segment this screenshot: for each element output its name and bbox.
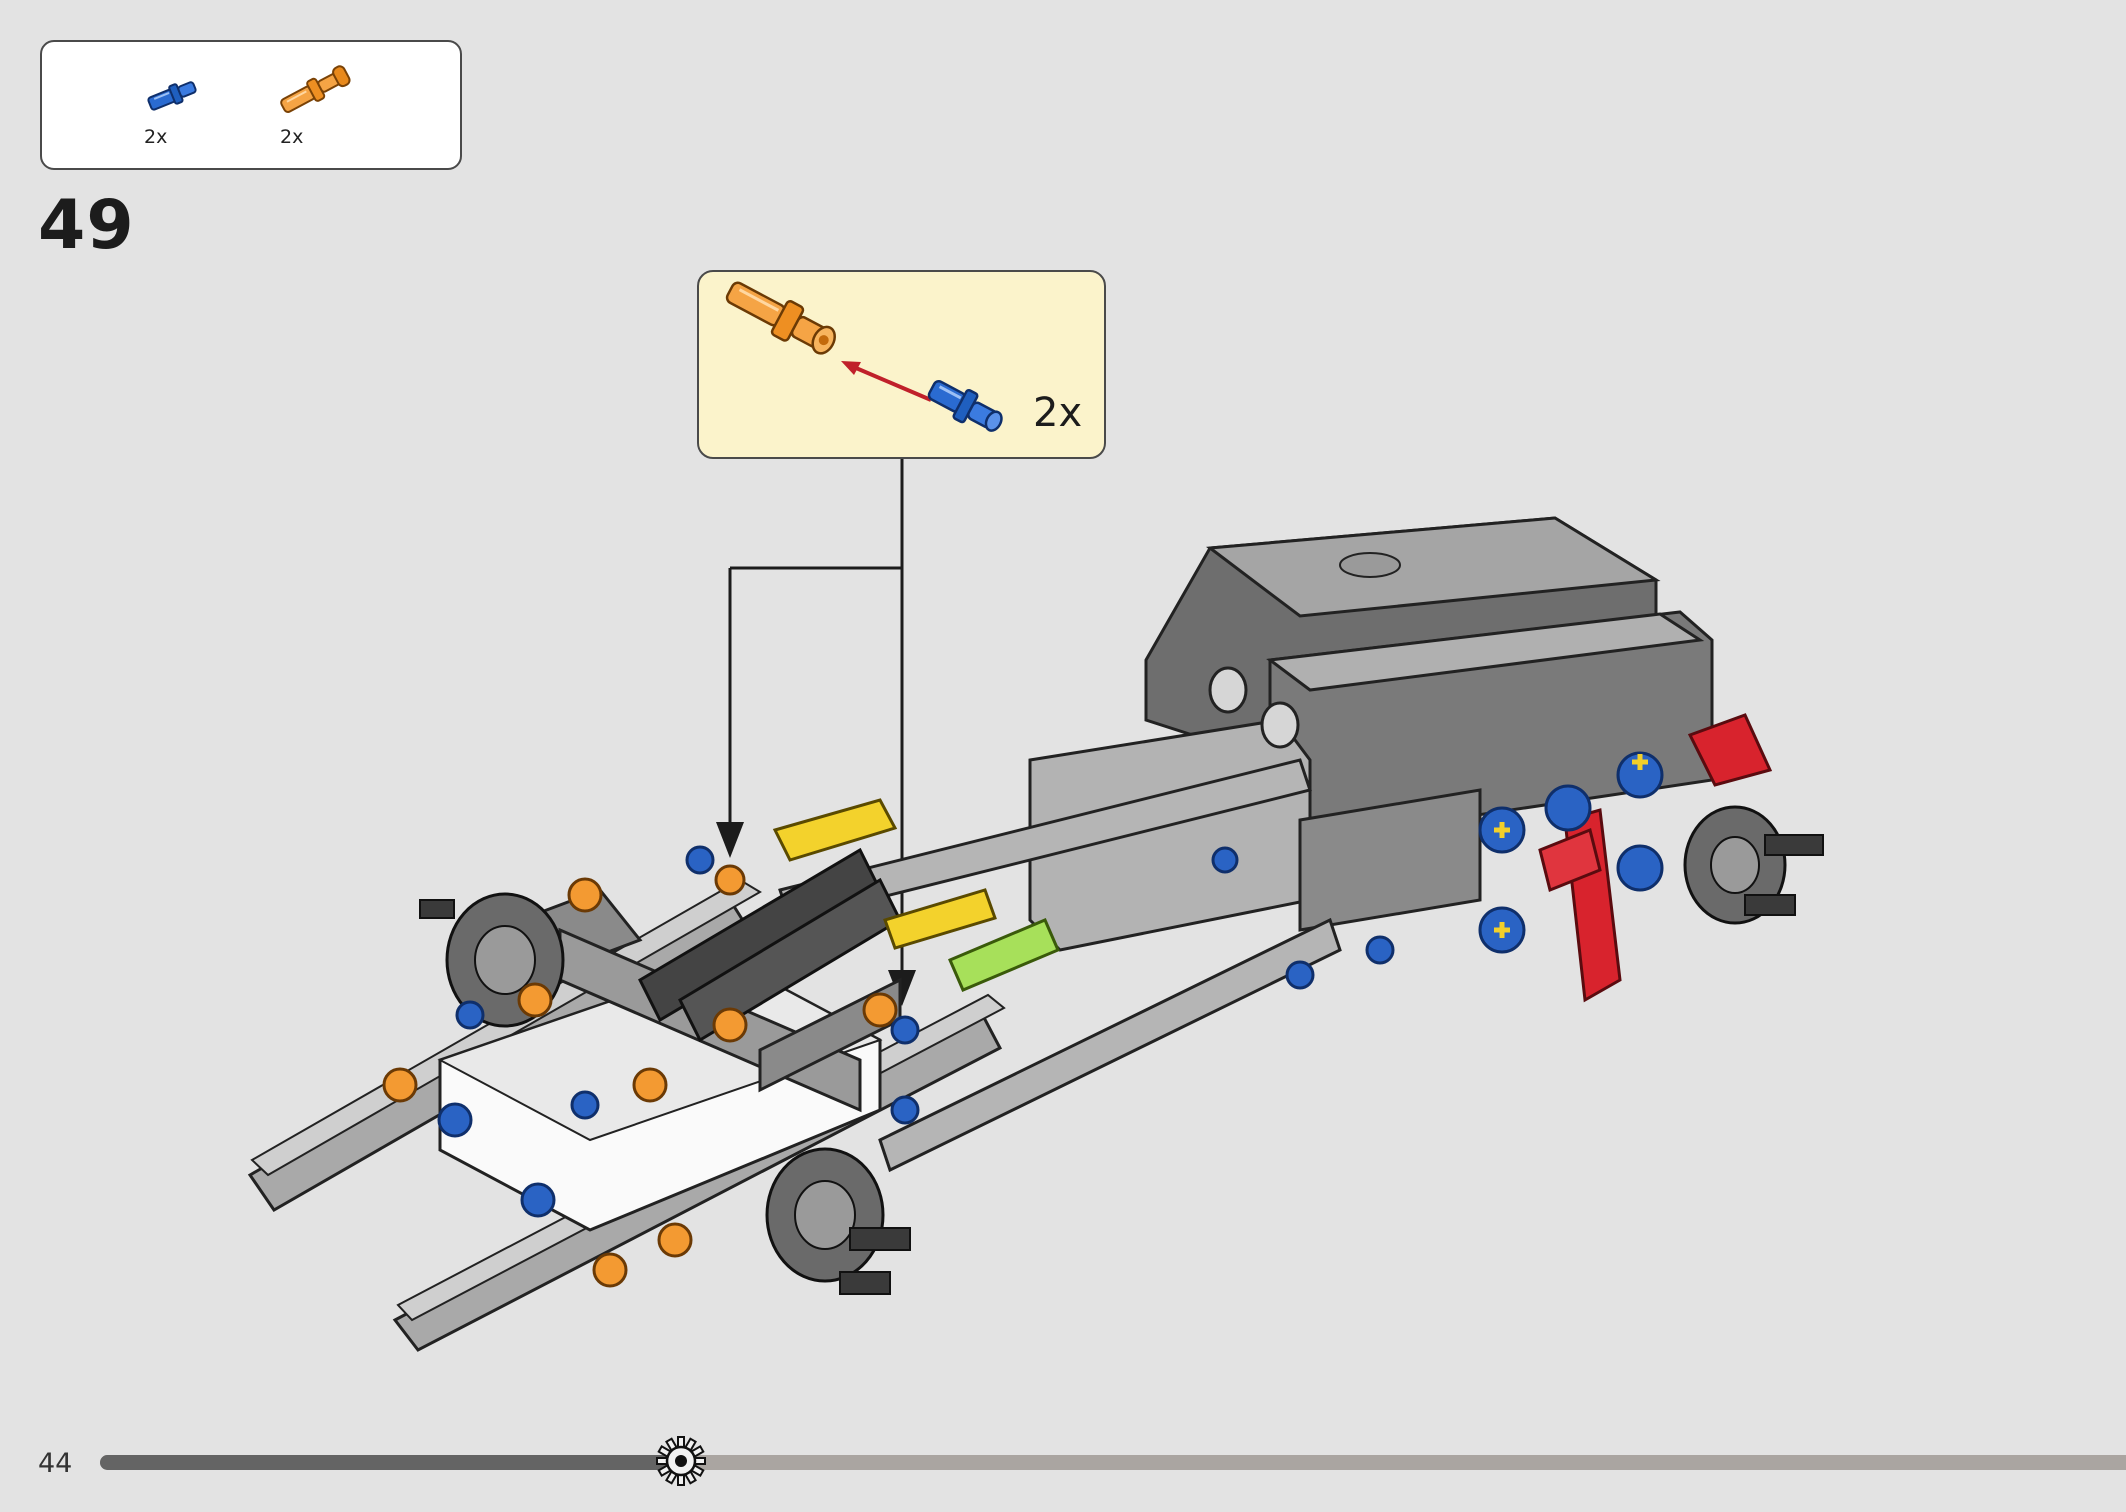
part-blue-axle-pin [140,70,204,120]
part-quantity: 2x [280,126,304,148]
front-right-hub [765,1147,911,1295]
part-orange-long-pin [272,58,362,118]
blue-pins [437,845,1395,1218]
part-quantity: 2x [144,126,168,148]
orange-long-pin-icon [280,65,351,113]
blue-axle-pin-icon [147,81,197,111]
leader-arrow-head [716,822,744,858]
parts-list-panel: 2x 2x [40,40,462,170]
yellow-levers [772,798,997,950]
callout-quantity: 2x [1033,390,1083,436]
step-number: 49 [38,186,135,265]
progress-bar [100,1455,2126,1470]
gear-icon [656,1436,707,1486]
yellow-axle-marks [1494,754,1648,938]
progress-bar-fill [100,1455,682,1470]
rear-hub [1683,805,1824,925]
rear-red-beams [1538,713,1773,1003]
leader-arrow-head [888,970,916,1006]
lime-axle-connector [948,918,1060,992]
subassembly-callout: 2x [697,270,1106,459]
pin-assembly-illustration [725,281,1003,432]
page-number: 44 [38,1448,73,1479]
model-illustration [247,459,1824,1352]
orange-pins [382,864,898,1288]
rear-block-assembly [1028,516,1714,952]
